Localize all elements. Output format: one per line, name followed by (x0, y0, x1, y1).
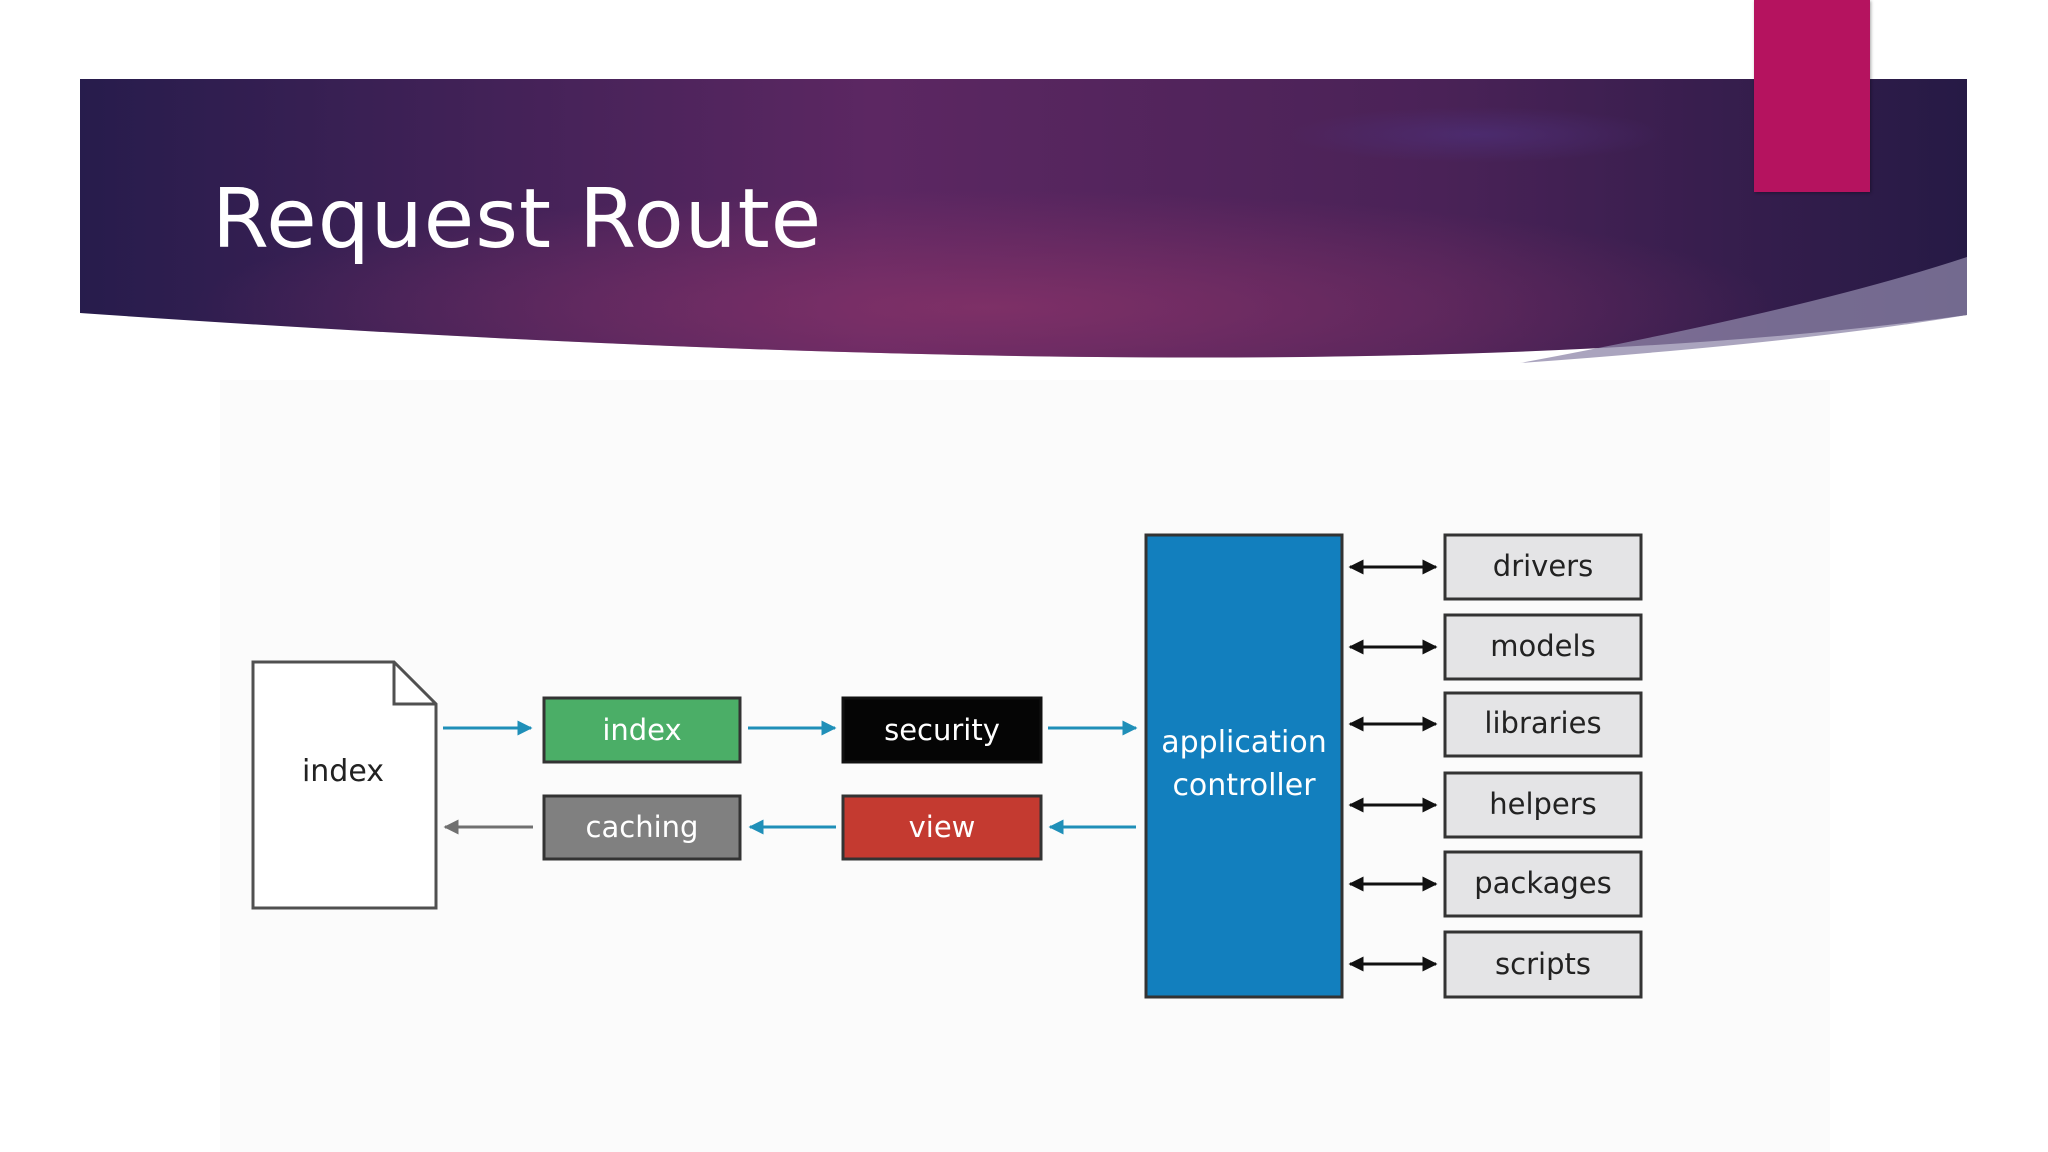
caching-step-label: caching (586, 810, 699, 844)
view-step: view (841, 794, 1043, 861)
module-helpers: helpers (1443, 771, 1643, 839)
index-step: index (542, 696, 742, 764)
content-background (220, 380, 1830, 1152)
title-banner (80, 79, 1967, 382)
controller-label-line-2: controller (1172, 768, 1316, 803)
controller-module-connectors (1348, 559, 1438, 972)
module-models-label: models (1490, 629, 1595, 663)
module-helpers-label: helpers (1489, 787, 1597, 821)
application-controller: application controller (1144, 533, 1344, 999)
module-scripts: scripts (1443, 930, 1643, 999)
module-drivers-label: drivers (1493, 549, 1593, 583)
module-drivers: drivers (1443, 533, 1643, 601)
module-packages-label: packages (1474, 866, 1612, 900)
caching-step: caching (542, 794, 742, 861)
slide-title: Request Route (212, 172, 823, 267)
accent-tab (1754, 0, 1870, 192)
module-packages: packages (1443, 850, 1643, 918)
module-scripts-label: scripts (1495, 947, 1591, 981)
title-banner-shape (80, 79, 1967, 363)
index-file: index (251, 660, 438, 910)
security-step-label: security (884, 713, 1000, 747)
index-file-label: index (302, 754, 384, 789)
view-step-label: view (909, 810, 976, 844)
security-step: security (841, 696, 1043, 764)
module-libraries-label: libraries (1484, 706, 1601, 740)
module-libraries: libraries (1443, 691, 1643, 758)
module-models: models (1443, 613, 1643, 681)
controller-label-line-1: application (1161, 725, 1326, 760)
index-step-label: index (602, 713, 681, 747)
